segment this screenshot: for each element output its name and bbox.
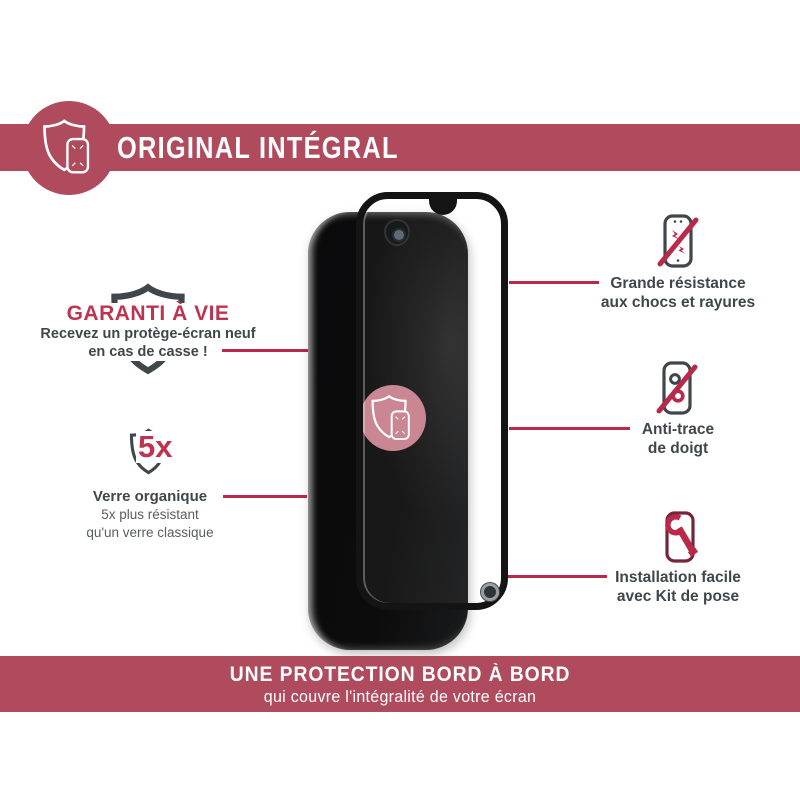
feature-installation: Installation facile avec Kit de pose	[580, 568, 776, 606]
shield-outline-icon	[111, 283, 185, 375]
phone-impact-slash-icon	[657, 214, 699, 268]
shield-phone-logo-icon	[43, 119, 90, 174]
glass-line-2: 5x plus résistant	[101, 507, 199, 522]
glass-block: Verre organique 5x plus résistant qu'un …	[30, 488, 270, 542]
feature-antitrace: Anti-trace de doigt	[580, 420, 776, 458]
feature-antitrace-line-2: de doigt	[647, 440, 709, 457]
footer-title: UNE PROTECTION BORD À BORD	[229, 663, 571, 686]
guarantee-line-2: en cas de casse !	[86, 343, 210, 361]
shield-phone-logo-icon	[371, 394, 410, 441]
guarantee-line-1: Recevez un protège-écran neuf	[38, 325, 258, 343]
feature-installation-line-1: Installation facile	[615, 569, 741, 586]
feature-resistance: Grande résistance aux chocs et rayures	[580, 274, 776, 312]
feature-antitrace-line-1: Anti-trace	[641, 421, 715, 438]
header-banner	[0, 124, 800, 171]
feature-resistance-line-1: Grande résistance	[610, 275, 746, 292]
phone-fingerprint-slash-icon	[656, 361, 698, 415]
callout-line-guarantee	[222, 349, 308, 352]
protector-notch-cutout	[429, 194, 457, 215]
callout-line-resistance	[509, 281, 599, 284]
callout-line-antitrace	[509, 427, 630, 430]
footer-banner: UNE PROTECTION BORD À BORD qui couvre l'…	[0, 656, 800, 712]
feature-resistance-line-2: aux chocs et rayures	[600, 294, 756, 311]
glass-line-1: Verre organique	[92, 488, 208, 505]
brand-logo-circle	[22, 101, 116, 195]
feature-installation-line-2: avec Kit de pose	[616, 588, 740, 605]
brand-badge-circle	[360, 385, 426, 451]
protector-camera-hole	[481, 583, 499, 601]
glass-line-3: qu'un verre classique	[86, 525, 214, 540]
footer-subtitle: qui couvre l'intégralité de votre écran	[263, 688, 537, 706]
guarantee-title: GARANTI À VIE	[63, 303, 233, 325]
phone-wrench-icon	[665, 511, 699, 563]
phone-front-camera	[392, 228, 406, 242]
callout-line-installation	[508, 575, 607, 578]
screen-protector-glass	[356, 192, 508, 610]
five-x-badge: 5x	[136, 429, 175, 464]
page-title: ORIGINAL INTÉGRAL	[117, 130, 399, 165]
callout-line-glass	[223, 495, 307, 498]
guarantee-block: GARANTI À VIE Recevez un protège-écran n…	[16, 303, 280, 361]
